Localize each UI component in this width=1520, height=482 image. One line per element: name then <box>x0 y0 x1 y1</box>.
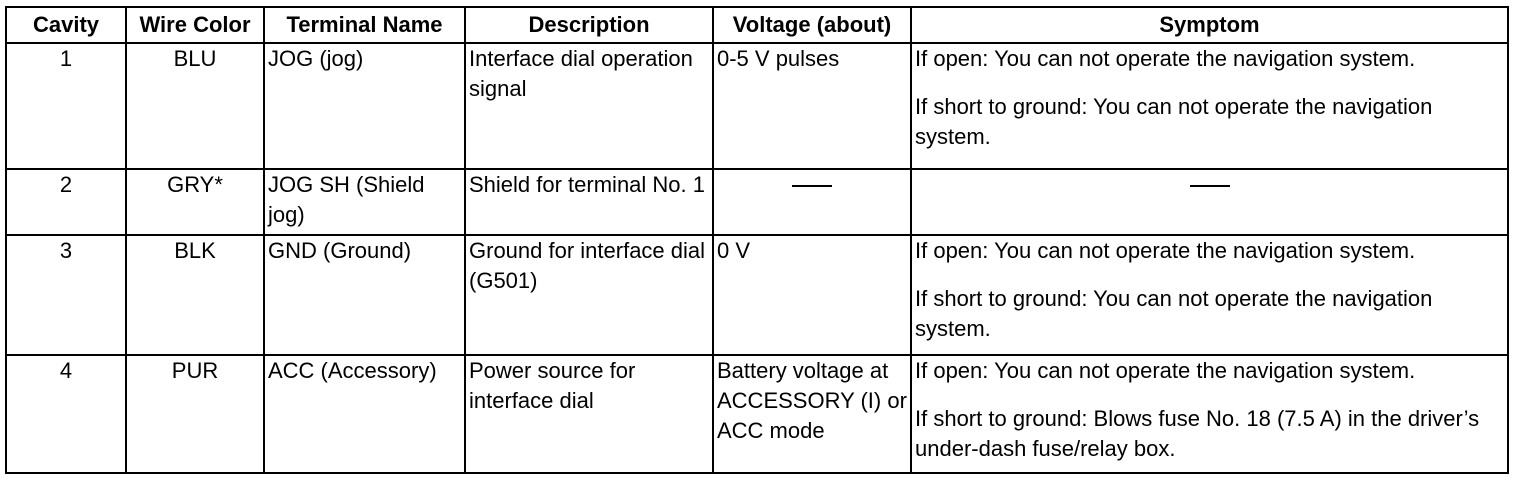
symptom-short-text: If short to ground: You can not operate … <box>915 94 1433 149</box>
cavity-cell: 3 <box>5 234 127 356</box>
header-wire-color: Wire Color <box>125 6 265 44</box>
description-cell: Power source for interface dial <box>464 354 714 474</box>
table-row: 1 BLU JOG (jog) Interface dial operation… <box>5 42 1509 170</box>
table-row: 3 BLK GND (Ground) Ground for interface … <box>5 234 1509 356</box>
terminal-name-cell: GND (Ground) <box>263 234 466 356</box>
wire-color-cell: BLK <box>125 234 265 356</box>
voltage-cell: Battery voltage at ACCESSORY (I) or ACC … <box>712 354 912 474</box>
voltage-cell: 0 V <box>712 234 912 356</box>
terminal-name-cell: JOG SH (Shield jog) <box>263 168 466 236</box>
wire-color-cell: GRY* <box>125 168 265 236</box>
dash-mark <box>792 185 832 188</box>
symptom-cell <box>910 168 1509 236</box>
terminal-name-cell: ACC (Accessory) <box>263 354 466 474</box>
symptom-short-text: If short to ground: You can not operate … <box>915 286 1433 341</box>
description-cell: Shield for terminal No. 1 <box>464 168 714 236</box>
symptom-cell: If open: You can not operate the navigat… <box>910 42 1509 170</box>
symptom-cell: If open: You can not operate the navigat… <box>910 354 1509 474</box>
terminal-name-cell: JOG (jog) <box>263 42 466 170</box>
wire-color-cell: PUR <box>125 354 265 474</box>
description-cell: Interface dial operation signal <box>464 42 714 170</box>
header-voltage: Voltage (about) <box>712 6 912 44</box>
wire-color-cell: BLU <box>125 42 265 170</box>
symptom-open-text: If open: You can not operate the navigat… <box>915 238 1416 263</box>
table-row: 4 PUR ACC (Accessory) Power source for i… <box>5 354 1509 474</box>
header-terminal-name: Terminal Name <box>263 6 466 44</box>
cavity-cell: 1 <box>5 42 127 170</box>
header-description: Description <box>464 6 714 44</box>
connector-pinout-table: Cavity Wire Color Terminal Name Descript… <box>5 6 1509 474</box>
voltage-cell <box>712 168 912 236</box>
header-cavity: Cavity <box>5 6 127 44</box>
header-symptom: Symptom <box>910 6 1509 44</box>
cavity-cell: 4 <box>5 354 127 474</box>
symptom-cell: If open: You can not operate the navigat… <box>910 234 1509 356</box>
symptom-open-text: If open: You can not operate the navigat… <box>915 358 1416 383</box>
symptom-short-text: If short to ground: Blows fuse No. 18 (7… <box>915 406 1480 461</box>
symptom-open-text: If open: You can not operate the navigat… <box>915 46 1416 71</box>
dash-mark <box>1189 185 1230 188</box>
table-row: 2 GRY* JOG SH (Shield jog) Shield for te… <box>5 168 1509 236</box>
cavity-cell: 2 <box>5 168 127 236</box>
header-row: Cavity Wire Color Terminal Name Descript… <box>5 6 1509 44</box>
voltage-cell: 0-5 V pulses <box>712 42 912 170</box>
description-cell: Ground for interface dial (G501) <box>464 234 714 356</box>
